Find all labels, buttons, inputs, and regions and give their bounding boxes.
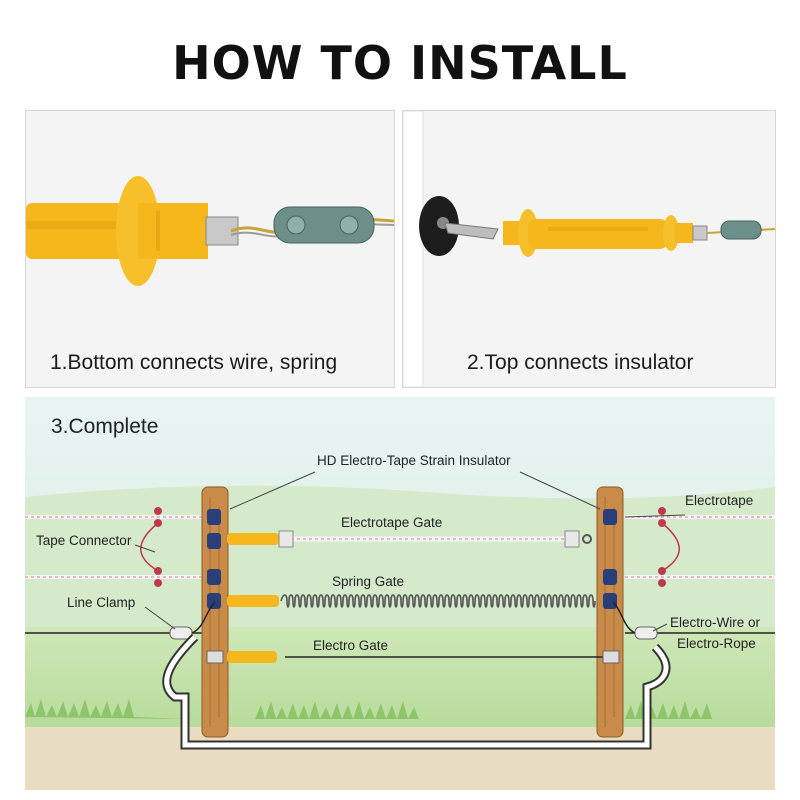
step-1-panel: 1.Bottom connects wire, spring <box>25 110 395 388</box>
step-2-panel: 2.Top connects insulator <box>402 110 776 388</box>
label-strain-insulator: HD Electro-Tape Strain Insulator <box>317 453 511 468</box>
page-title: HOW TO INSTALL <box>172 36 628 90</box>
line-clamp-right <box>634 626 658 640</box>
step-1-caption: 1.Bottom connects wire, spring <box>50 351 338 374</box>
label-spring-gate: Spring Gate <box>332 574 405 589</box>
step-2-caption: 2.Top connects insulator <box>467 351 694 374</box>
electro-gate-handle <box>227 651 277 663</box>
right-post <box>596 486 624 738</box>
label-tape-connector: Tape Connector <box>36 533 132 548</box>
label-line-clamp: Line Clamp <box>67 595 136 610</box>
step-3-diagram: 3.Complete HD Electro-Tape Strain Insula… <box>25 397 775 790</box>
gate-handle <box>528 219 668 249</box>
post <box>403 111 424 387</box>
electrotape-gate-handle <box>227 533 279 545</box>
label-electrotape-gate: Electrotape Gate <box>341 515 443 530</box>
step-3-caption: 3.Complete <box>51 415 159 438</box>
spring-gate-handle <box>227 595 279 607</box>
label-electro-gate: Electro Gate <box>313 638 389 653</box>
left-post <box>201 486 229 738</box>
label-electrotape: Electrotape <box>685 493 754 508</box>
label-electro-rope: Electro-Rope <box>677 636 756 651</box>
label-electro-wire: Electro-Wire or <box>670 615 761 630</box>
step-1-photo <box>26 111 394 387</box>
fence-diagram <box>25 397 775 790</box>
gate-handle-body <box>26 203 131 259</box>
electrotape-lines <box>25 515 775 579</box>
wire-connector <box>273 206 375 244</box>
step-2-photo <box>403 111 775 387</box>
post-insulators <box>207 509 617 609</box>
spring-gate-spring <box>280 594 596 608</box>
